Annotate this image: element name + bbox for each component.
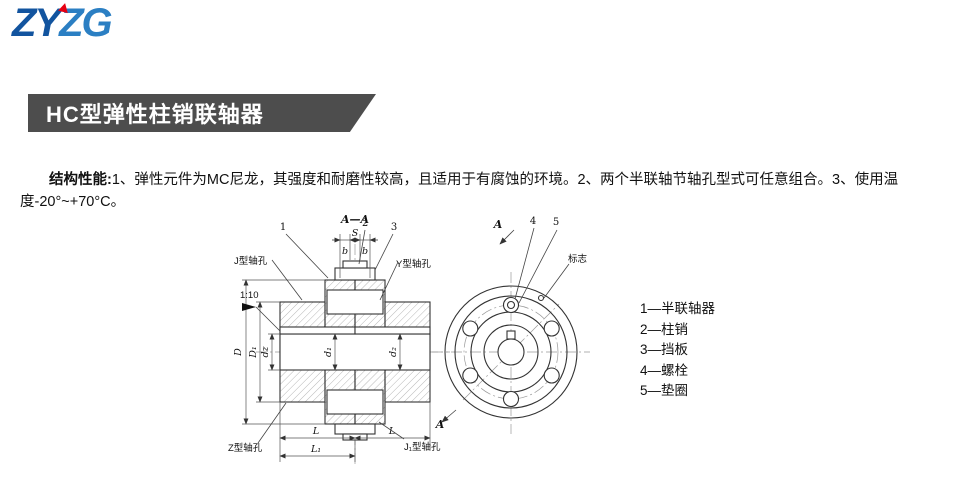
- coupling-technical-drawing: D D₁ dz d₁ d₂ S b b L L L₁ A—A 1 2 3 J型轴…: [228, 213, 590, 466]
- callout-2: 2: [362, 218, 368, 229]
- view-arrow-bottom: [441, 409, 457, 423]
- parts-legend: 1—半联轴器 2—柱销 3—挡板 4—螺栓 5—垫圈: [640, 299, 715, 402]
- dim-label-d2: d₂: [388, 347, 399, 357]
- legend-item: 4—螺栓: [640, 362, 689, 378]
- page-title: HC型弹性柱销联轴器: [46, 102, 264, 127]
- view-label-bottom: A: [435, 418, 445, 431]
- dim-label-D1: D₁: [248, 346, 259, 358]
- dim-label-b-left: b: [342, 246, 348, 257]
- rim-circle: [454, 295, 568, 409]
- company-logo[interactable]: ZYZG: [12, 0, 113, 48]
- outer-flange-circle: [444, 285, 578, 419]
- section-title-banner: HC型弹性柱销联轴器: [28, 94, 376, 132]
- callout-3: 3: [391, 222, 397, 233]
- logo-text-zg: ZG: [59, 1, 113, 45]
- dim-label-d1: d₁: [323, 347, 334, 357]
- label-j-hole: J型轴孔: [234, 255, 268, 267]
- dim-label-L-left: L: [312, 426, 319, 437]
- bolt-head-bottom: [342, 433, 368, 441]
- label-z-hole: Z型轴孔: [228, 442, 263, 454]
- front-view: 4 5 标志 A A: [432, 216, 590, 434]
- baffle-cap-bottom: [334, 423, 376, 435]
- pin-hole-5: [502, 390, 520, 408]
- taper-arrowhead: [242, 303, 256, 311]
- dim-label-b-right: b: [362, 246, 368, 257]
- keyway-front: [506, 330, 516, 340]
- mark-dot: [537, 294, 545, 302]
- section-title: A—A: [340, 213, 370, 226]
- legend-item: 2—柱销: [640, 321, 689, 337]
- legend-item: 3—挡板: [640, 342, 689, 357]
- pin-hole-4: [462, 367, 479, 384]
- intro-label: 结构性能:: [49, 172, 112, 188]
- pin-pitch-circle: [463, 304, 559, 400]
- bolt-head-top: [342, 260, 368, 269]
- left-section-view: D D₁ dz d₁ d₂ S b b L L L₁ A—A 1 2 3 J型轴…: [228, 213, 450, 466]
- baffle-cap-top: [334, 267, 376, 281]
- label-y-hole: Y型轴孔: [396, 258, 431, 270]
- dim-label-L-right: L: [388, 426, 395, 437]
- callout-4: 4: [530, 216, 536, 227]
- pin-hole-2: [502, 296, 520, 314]
- keyway-right: [354, 326, 431, 335]
- extension-lines-top: [339, 234, 371, 278]
- boss-circle: [483, 324, 539, 380]
- pin-hole-6: [543, 367, 560, 384]
- pin-bottom: [326, 389, 384, 415]
- logo-text-zy: ZY: [12, 1, 61, 45]
- dim-label-D: D: [233, 348, 244, 357]
- callout-1: 1: [280, 222, 286, 233]
- bore-circle: [497, 338, 525, 366]
- view-label-top: A: [493, 218, 503, 231]
- intro-paragraph: 结构性能:1、弹性元件为MC尼龙，其强度和耐磨性较高，且适用于有腐蚀的环境。2、…: [20, 169, 952, 213]
- dim-label-S: S: [352, 228, 359, 239]
- pin-hole-3: [462, 320, 479, 337]
- shaft-bore: [279, 333, 431, 371]
- extension-lines-left: [242, 279, 325, 425]
- label-leader-lines: [255, 259, 405, 444]
- callout-leader-lines: [285, 229, 394, 279]
- label-mark: 标志: [568, 253, 587, 265]
- label-taper: 1:10: [240, 290, 259, 301]
- dim-label-dz: dz: [260, 345, 271, 357]
- callout-5: 5: [553, 217, 559, 228]
- front-leader-lines: [514, 227, 570, 304]
- label-j1-hole: J₁型轴孔: [404, 441, 441, 453]
- view-arrow-top: [499, 229, 515, 245]
- bolt-top-front: [506, 300, 516, 310]
- pin-hole-1: [543, 320, 560, 337]
- dim-label-L1: L₁: [310, 444, 321, 455]
- legend-item: 5—垫圈: [640, 383, 689, 398]
- pin-top: [326, 289, 384, 315]
- keyway-left: [279, 326, 356, 335]
- intro-text: 1、弹性元件为MC尼龙，其强度和耐磨性较高，且适用于有腐蚀的环境。2、两个半联轴…: [20, 172, 899, 210]
- legend-item: 1—半联轴器: [640, 301, 716, 316]
